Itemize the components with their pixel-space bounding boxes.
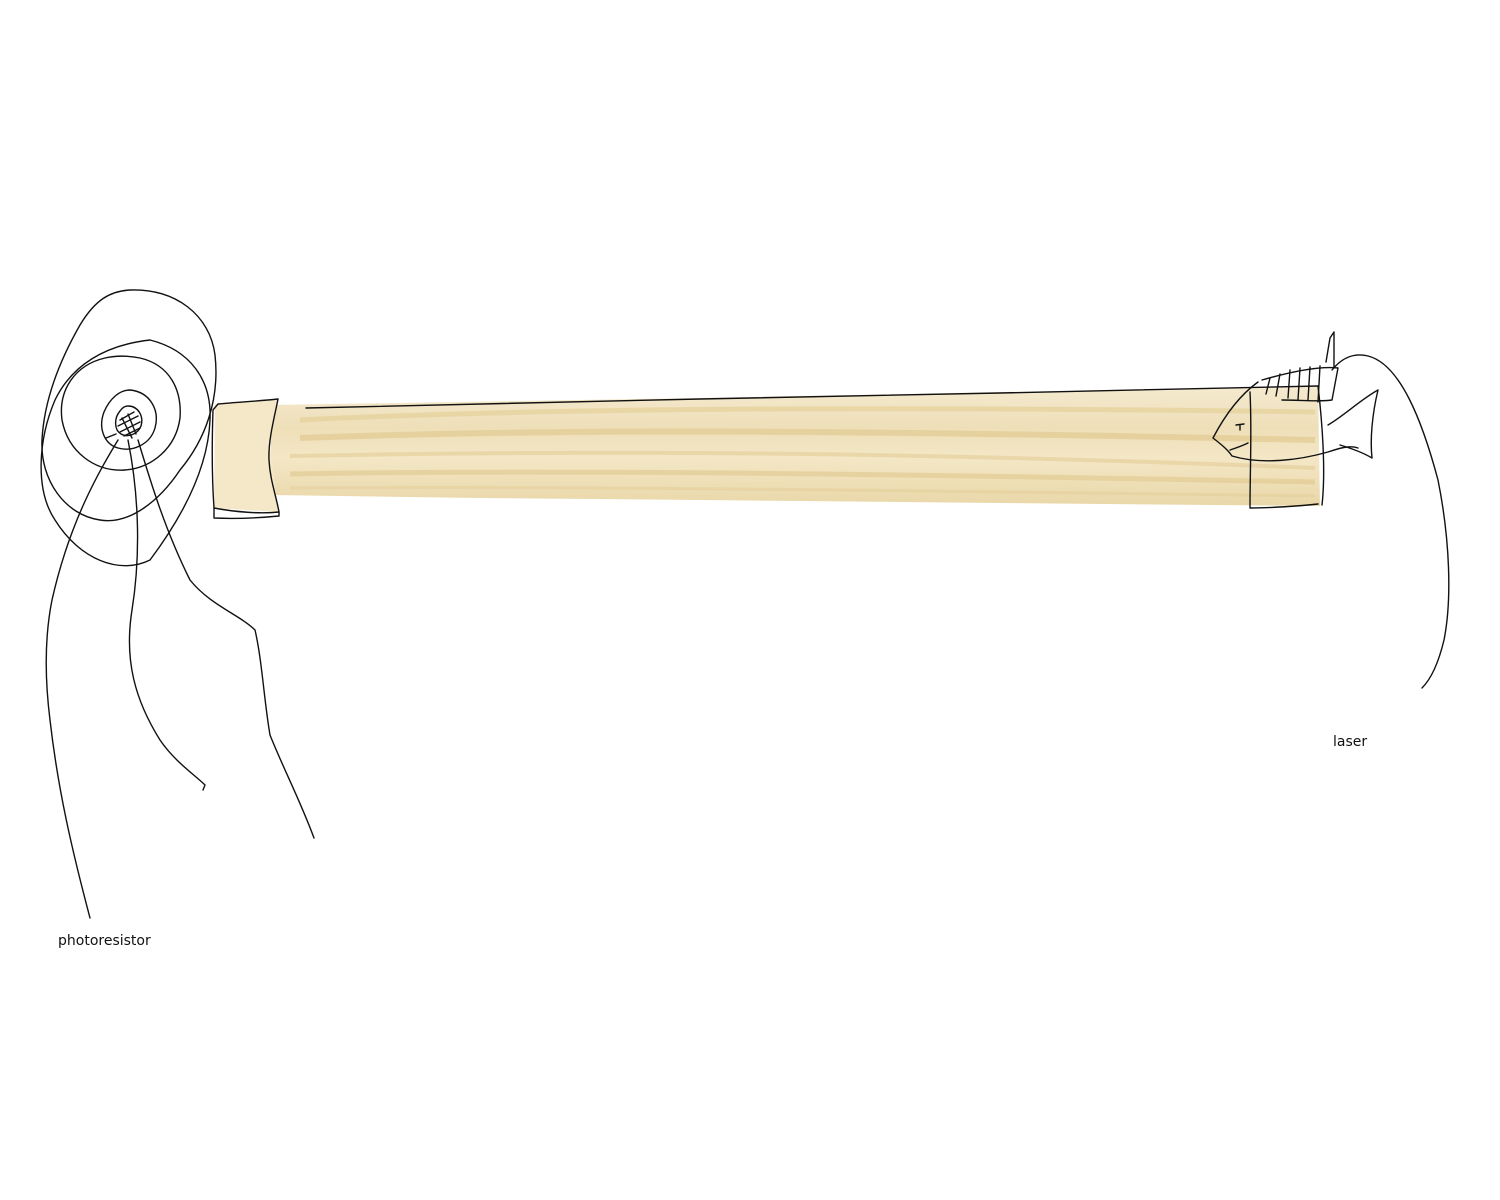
laser-label: laser (1333, 734, 1367, 750)
photoresistor-wire-1 (46, 440, 118, 918)
photoresistor-outer-ring (42, 290, 216, 521)
laser-coil-cap (1326, 332, 1334, 368)
photoresistor-wire-2 (128, 440, 205, 790)
photoresistor-ring-2 (41, 340, 210, 566)
photoresistor-sketch (41, 290, 314, 918)
photoresistor-ring-3 (61, 356, 180, 470)
laser-wire (1332, 355, 1449, 688)
laser-fish-tail (1328, 390, 1378, 458)
wooden-stick (270, 386, 1320, 506)
left-mount-block (212, 399, 279, 518)
laser-sketch (1213, 332, 1449, 688)
photoresistor-label: photoresistor (58, 933, 151, 949)
photoresistor-core-dash (106, 434, 116, 438)
photoresistor-ring-4 (102, 390, 157, 449)
